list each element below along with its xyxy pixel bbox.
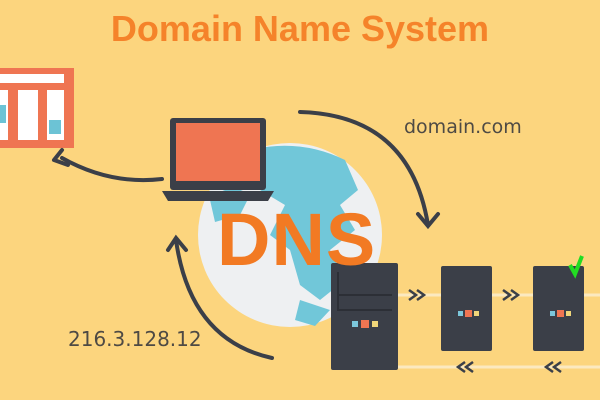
check-icon (568, 255, 584, 279)
browser-window-icon (0, 68, 74, 148)
server-3-icon (533, 255, 584, 351)
page-title: Domain Name System (110, 8, 490, 49)
arrow-to-servers (298, 110, 430, 227)
arrow-to-browser (60, 156, 164, 183)
flow-arrows (52, 110, 440, 360)
server-2-icon (441, 266, 492, 351)
dns-label: DNS (217, 198, 377, 281)
laptop-icon (162, 118, 274, 201)
forward-chevrons (408, 288, 562, 374)
domain-label: domain.com (404, 116, 522, 138)
ip-address-label: 216.3.128.12 (68, 327, 202, 351)
arrow-to-laptop (174, 238, 274, 360)
server-1-icon (331, 263, 398, 370)
